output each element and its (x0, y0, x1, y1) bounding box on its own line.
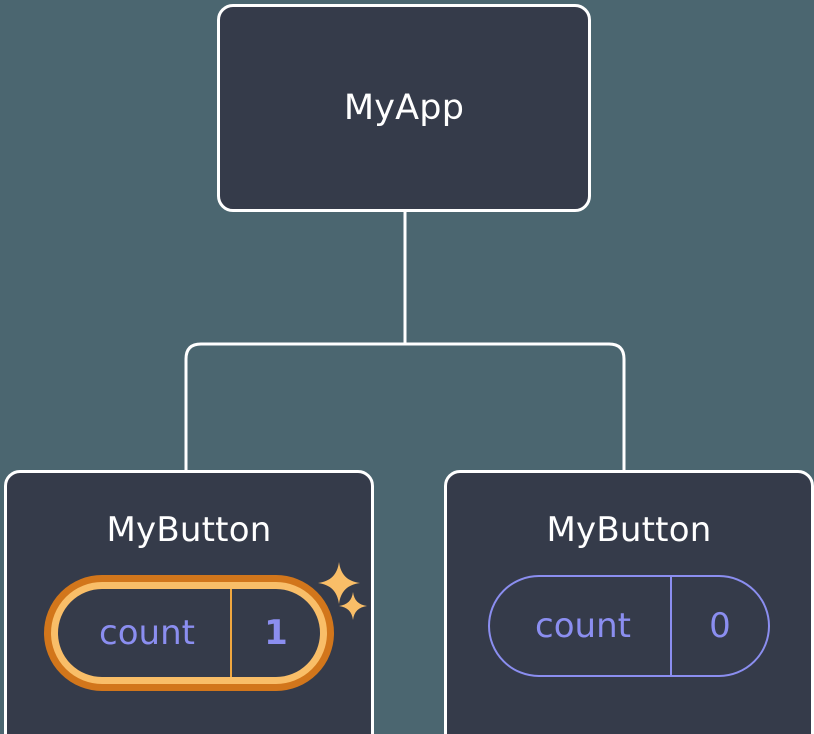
node-myapp[interactable]: MyApp (217, 4, 591, 212)
state-value-right: 0 (670, 577, 768, 675)
state-key-right: count (535, 606, 631, 646)
node-mybutton-left-title: MyButton (106, 510, 272, 550)
node-mybutton-left[interactable]: MyButton count 1 (4, 470, 374, 734)
state-pill-left-highlighted[interactable]: count 1 (44, 575, 334, 691)
node-mybutton-right-title: MyButton (546, 510, 712, 550)
node-mybutton-right[interactable]: MyButton count 0 (444, 470, 814, 734)
state-pill-left-wrapper: count 1 (44, 575, 334, 691)
node-myapp-title: MyApp (343, 87, 465, 128)
state-pill-right[interactable]: count 0 (488, 575, 770, 677)
state-value-left: 1 (230, 589, 320, 677)
state-pill-right-wrapper: count 0 (488, 575, 770, 677)
edge-bus-to-children (184, 342, 626, 470)
state-pill-left-inner-ring: count 1 (51, 582, 327, 684)
state-key-left: count (99, 613, 195, 653)
